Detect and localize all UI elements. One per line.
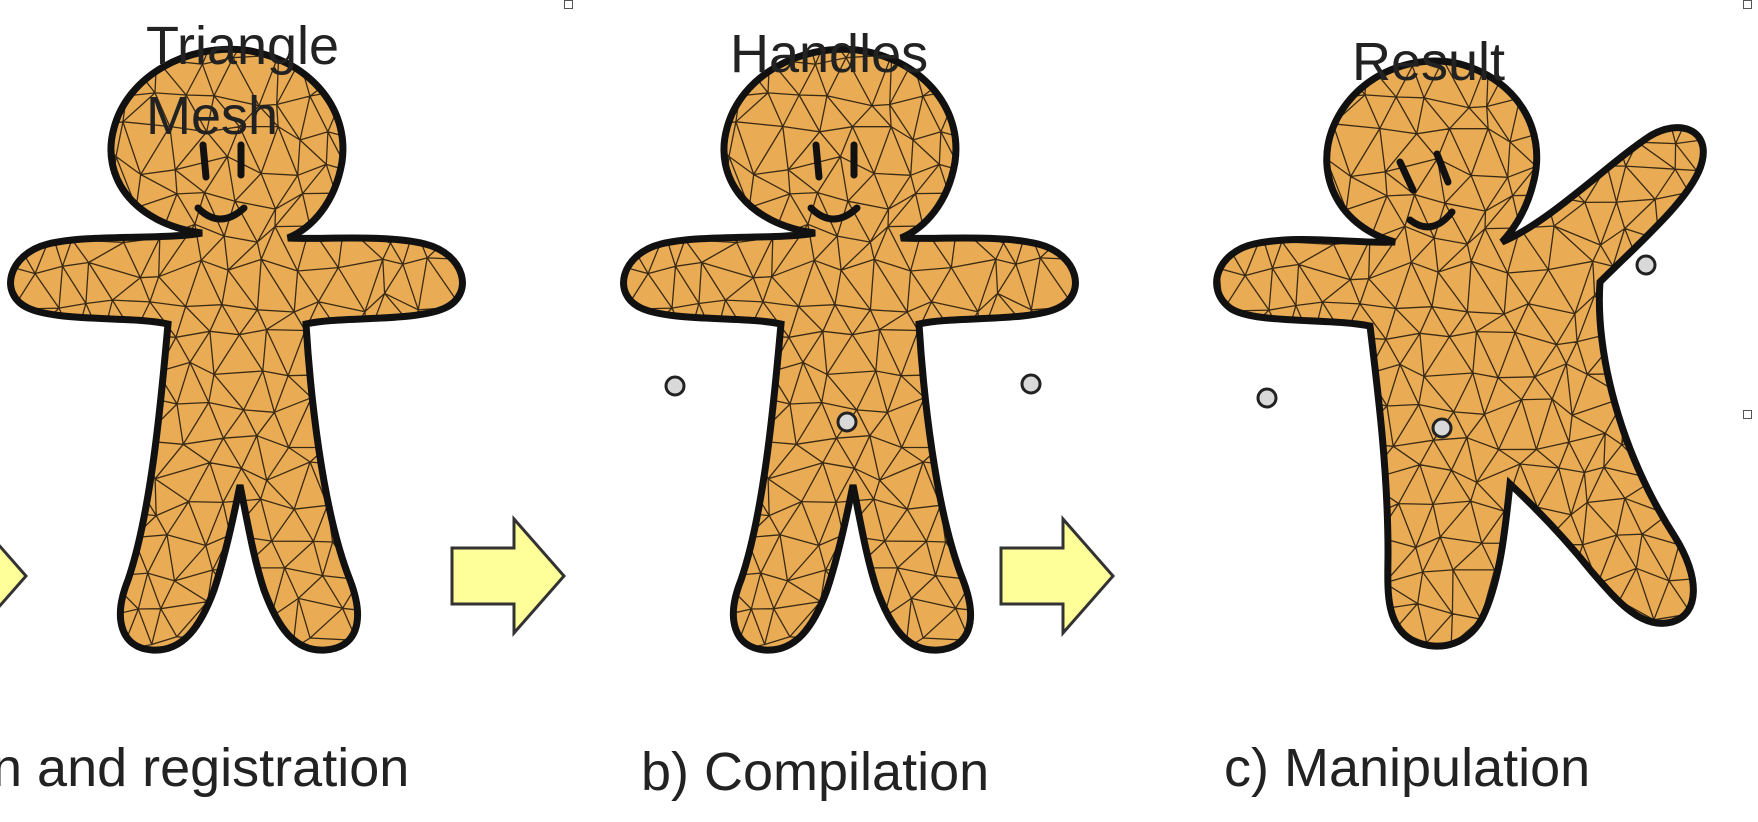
handle-dot-icon	[836, 411, 858, 433]
panel1-title-line2: Mesh	[146, 86, 279, 146]
panel1-caption: n and registration	[0, 738, 410, 798]
panel1-title-line1: Triangle	[146, 16, 340, 76]
right-arrow-icon	[0, 517, 28, 635]
handle-dot-icon	[664, 375, 686, 397]
handle-dot-icon	[1256, 387, 1278, 409]
panel2-caption: b) Compilation	[641, 742, 990, 802]
face	[1396, 150, 1456, 231]
arrow-2	[999, 517, 1115, 635]
crop-marker	[564, 0, 573, 9]
gingerbread-mesh-panel3	[1178, 23, 1728, 653]
handle-dot-icon	[1020, 373, 1042, 395]
right-arrow-icon	[999, 517, 1115, 635]
face	[807, 141, 861, 223]
face	[194, 141, 248, 223]
crop-marker	[1743, 0, 1752, 9]
panel3-caption: c) Manipulation	[1224, 738, 1591, 798]
arrow-partial-left	[0, 517, 28, 635]
arrow-1	[450, 517, 566, 635]
right-arrow-icon	[450, 517, 566, 635]
panel3-title: Result	[1352, 32, 1506, 92]
panel2-title: Handles	[730, 24, 929, 84]
handle-dot-icon	[1635, 254, 1657, 276]
crop-marker	[1743, 410, 1752, 419]
handle-dot-icon	[1431, 417, 1453, 439]
